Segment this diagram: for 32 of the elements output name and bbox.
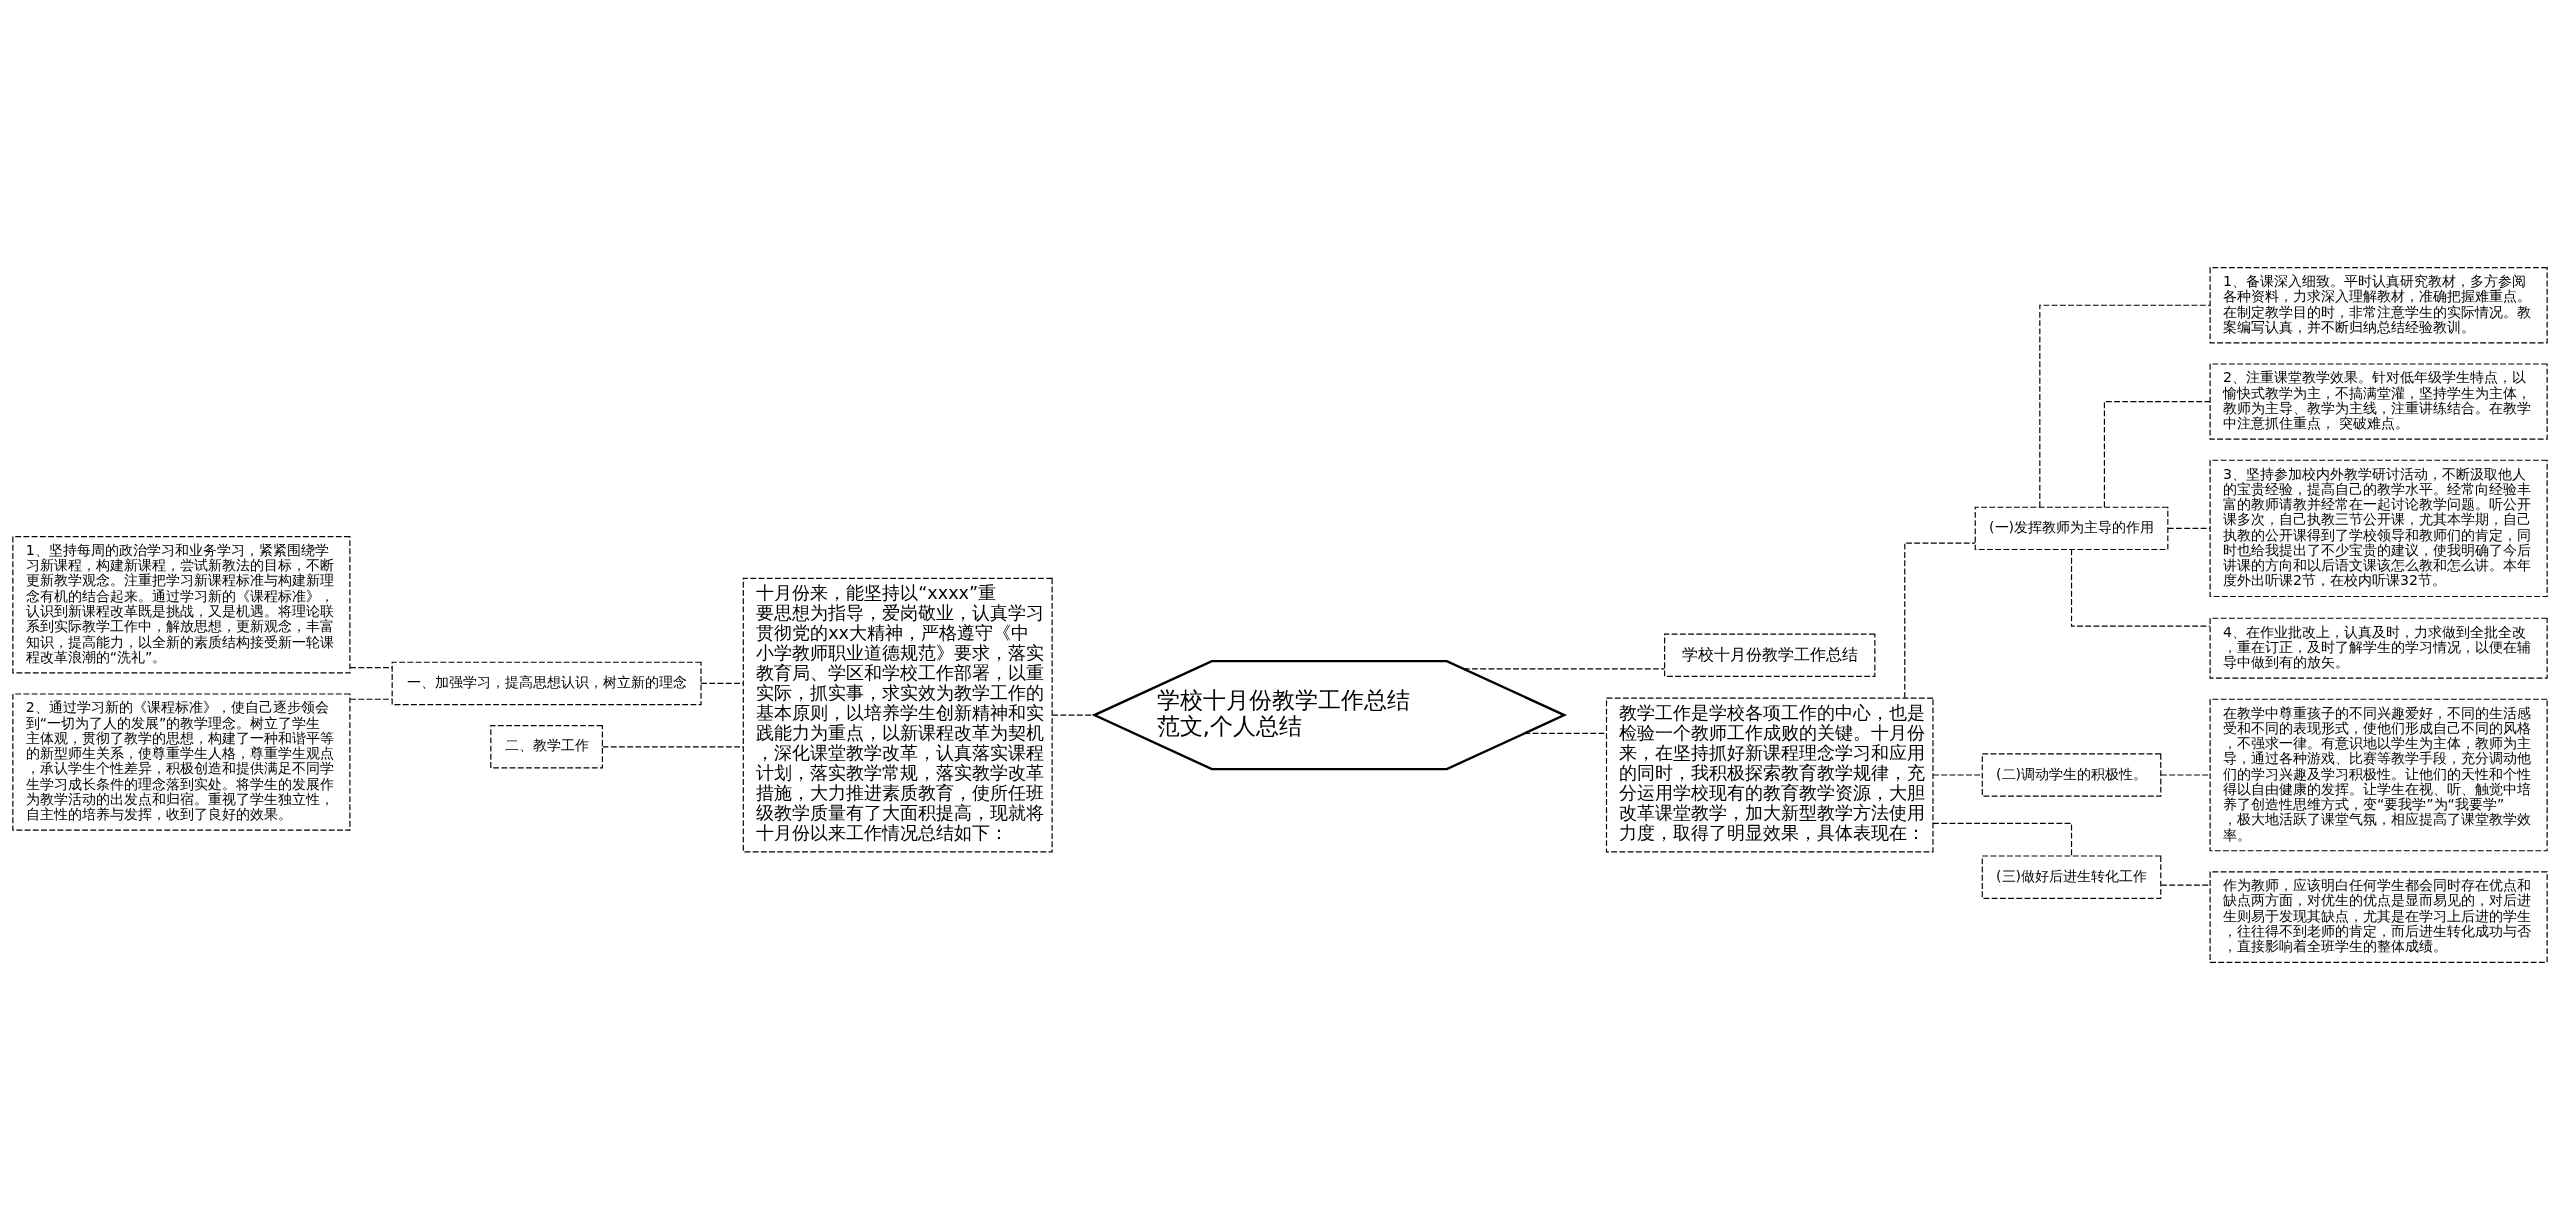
- node-box: 3、坚持参加校内外教学研讨活动，不断汲取他人的宝贵经验，提高自己的教学水平。经常向经验丰富的教师请教并经常在一起讨论教学问题。听公开课多次，自己执教三节公开课，尤其本学期，自己执教的公开课得到了学校领导和教师们的肯定，同时也给我提出了不少宝贵的建议，使我明确了今后讲课的方向和以后语文课该怎么教和怎么讲。本年度外出听课2节，在校内听课32节。: [2209, 459, 2548, 598]
- connector: [1932, 774, 1983, 776]
- node-box: 1、备课深入细致。平时认真研究教材，多方参阅各种资料，力求深入理解教材，准确把握难重点。在制定教学目的时，非常注意学生的实际情况。教案编写认真，并不断归纳总结经验教训。: [2209, 267, 2548, 344]
- connector: [1523, 732, 1607, 735]
- connector: [2039, 304, 2211, 508]
- connector: [2070, 549, 2211, 627]
- node-box: (一)发挥教师为主导的作用: [1974, 506, 2169, 551]
- connector: [1463, 668, 1665, 670]
- connector: [2160, 774, 2211, 776]
- connector: [2160, 884, 2211, 886]
- node-box: 4、在作业批改上，认真及时，力求做到全批全改，重在订正，及时了解学生的学习情况，以便在辅导中做到有的放矢。: [2209, 617, 2548, 679]
- connector: [602, 746, 744, 748]
- node-box: (三)做好后进生转化工作: [1981, 855, 2162, 899]
- connector: [2103, 401, 2211, 508]
- node-box: 十月份来，能坚持以“xxxx”重要思想为指导，爱岗敬业，认真学习贯彻党的xx大精神，严格遵守《中小学教师职业道德规范》要求，落实教育局、学区和学校工作部署，以重实际，抓实事，求实效为教学工作的基本原则，以培养学生创新精神和实践能力为重点，以新课程改革为契机，深化课堂教学改革，认真落实课程计划，落实教学常规，落实教学改革措施，大力推进素质教育，使所任班级教学质量有了大面积提高，现就将十月份以来工作情况总结如下：: [742, 577, 1053, 853]
- connector: [1051, 714, 1095, 716]
- node-box: 在教学中尊重孩子的不同兴趣爱好，不同的生活感受和不同的表现形式，使他们形成自己不同的风格，不强求一律。有意识地以学生为主体，教师为主导，通过各种游戏、比赛等教学手段，充分调动他们的学习兴趣及学习积极性。让他们的天性和个性得以自由健康的发挥。让学生在视、听、触觉中培养了创造性思维方式，变“要我学”为“我要学”，极大地活跃了课堂气氛，相应提高了课堂教学效率。: [2209, 698, 2548, 852]
- connector: [349, 698, 393, 700]
- node-box: 一、加强学习，提高思想认识，树立新的理念: [391, 661, 702, 706]
- node-box: 2、通过学习新的《课程标准》，使自己逐步领会到“一切为了人的发展”的教学理念。树立了学生主体观，贯彻了教学的思想，构建了一种和谐平等的新型师生关系，使尊重学生人格，尊重学生观点，承认学生个性差异，积极创造和提供满足不同学生学习成长条件的理念落到实处。将学生的发展作为教学活动的出发点和归宿。重视了学生独立性，自主性的培养与发挥，收到了良好的效果。: [12, 693, 351, 831]
- connector: [349, 666, 393, 669]
- node-box: 作为教师，应该明白任何学生都会同时存在优点和缺点两方面，对优生的优点是显而易见的，对后进生则易于发现其缺点，尤其是在学习上后进的学生，往往得不到老师的肯定，而后进生转化成功与否，直接影响着全班学生的整体成绩。: [2209, 871, 2548, 963]
- connector: [700, 682, 744, 684]
- node-box: 2、注重课堂教学效果。针对低年级学生特点，以愉快式教学为主，不搞满堂灌，坚持学生为主体，教师为主导、教学为主线，注重讲练结合。在教学中注意抓住重点， 突破难点。: [2209, 363, 2548, 440]
- node-box: (二)调动学生的积极性。: [1981, 753, 2162, 797]
- connector: [2167, 527, 2211, 529]
- node-box: 学校十月份教学工作总结: [1664, 633, 1876, 677]
- node-box: 教学工作是学校各项工作的中心，也是检验一个教师工作成败的关键。十月份来，在坚持抓好新课程理念学习和应用的同时，我积极探索教育教学规律，充分运用学校现有的教育教学资源，大胆改革课堂教学，加大新型教学方法使用力度，取得了明显效果，具体表现在：: [1605, 697, 1934, 853]
- node-box: 二、教学工作: [490, 725, 603, 769]
- connector: [1904, 542, 1976, 699]
- node-box: 1、坚持每周的政治学习和业务学习，紧紧围绕学习新课程，构建新课程，尝试新教法的目标，不断更新教学观念。注重把学习新课程标准与构建新理念有机的结合起来。通过学习新的《课程标准》，认识到新课程改革既是挑战，又是机遇。将理论联系到实际教学工作中，解放思想，更新观念，丰富知识，提高能力，以全新的素质结构接受新一轮课程改革浪潮的“洗礼”。: [12, 536, 351, 674]
- connector: [1932, 822, 2073, 857]
